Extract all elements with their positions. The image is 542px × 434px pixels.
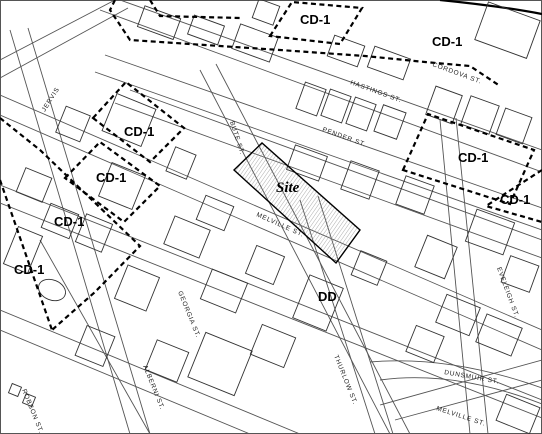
site-parcel: Site [232, 142, 361, 265]
boundary-top-left [149, 0, 241, 20]
zone-boundaries [0, 0, 542, 331]
boundary-top-band [108, 0, 501, 87]
zone-label-downtown-district: DD [318, 289, 337, 304]
zone-label-left-upper: CD-1 [124, 124, 154, 139]
zone-labels: CD-1 CD-1 CD-1 CD-1 CD-1 CD-1 CD-1 CD-1 … [14, 12, 530, 304]
boundary-right-middle [401, 112, 536, 206]
boundary-left-large [0, 117, 142, 331]
boundary-left-edge [0, 179, 54, 331]
rail-line [439, 0, 542, 16]
boundary-right-edge [483, 169, 542, 224]
zone-label-right-edge: CD-1 [500, 192, 530, 207]
boundary-left-upper [91, 80, 186, 164]
zone-label-top-center: CD-1 [300, 12, 330, 27]
zone-label-left-middle: CD-1 [96, 170, 126, 185]
zone-label-right-middle: CD-1 [458, 150, 488, 165]
zone-label-left-bottom: CD-1 [14, 262, 44, 277]
site-outline [232, 142, 361, 265]
zone-label-left-lower: CD-1 [54, 214, 84, 229]
boundary-left-middle [63, 140, 162, 224]
boundary-top-center [268, 0, 364, 46]
zone-label-top-right: CD-1 [432, 34, 462, 49]
site-label: Site [276, 180, 300, 196]
